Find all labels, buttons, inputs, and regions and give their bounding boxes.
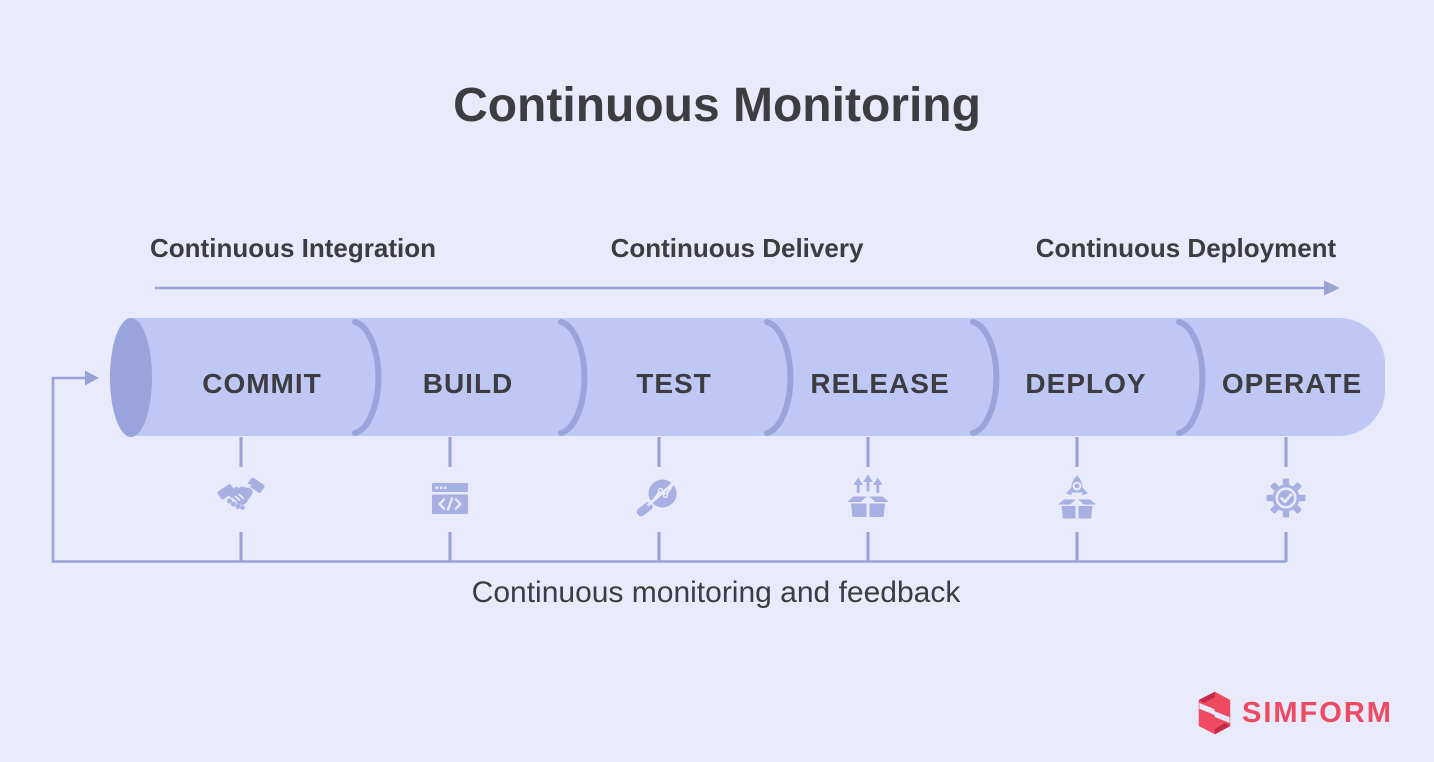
phase-label-continuous-integration: Continuous Integration [150,233,436,263]
stage-connector-top [657,437,661,467]
stage-label-build: BUILD [422,368,514,399]
magnifier-chart-icon [635,478,678,520]
rocket-box-icon [1058,475,1096,519]
box-arrows-up-icon [847,474,889,517]
feedback-label: Continuous monitoring and feedback [471,576,961,609]
stage-connector-bottom [657,532,661,562]
stage-connector-top [866,437,870,467]
stage-connector-top [1284,437,1288,467]
stage-connector-bottom [866,532,870,562]
stage-connector-top [1075,437,1079,467]
gear-check-icon [1265,477,1307,519]
timeline-arrow-head-icon [1324,280,1340,296]
brand-logo: SIMFORM [1196,690,1393,736]
cylinder-end-cap [110,318,152,437]
stage-label-release: RELEASE [810,368,950,399]
page-title: Continuous Monitoring [453,79,981,132]
simform-wordmark: SIMFORM [1242,696,1393,729]
stage-connector-top [239,437,243,467]
stage-connector-bottom [1284,532,1288,562]
stage-connector-bottom [239,532,243,562]
stage-label-operate: OPERATE [1221,368,1363,399]
handshake-icon [217,475,265,511]
phase-label-continuous-delivery: Continuous Delivery [610,233,864,263]
stage-connector-bottom [1075,532,1079,562]
phase-label-continuous-deployment: Continuous Deployment [1035,233,1337,263]
stage-connector-top [448,437,452,467]
code-window-icon [430,481,470,516]
stage-label-commit: COMMIT [202,368,322,399]
feedback-loop-arrow-head-icon [85,370,99,386]
simform-logo-icon [1198,691,1231,735]
stage-connector-bottom [448,532,452,562]
stage-label-deploy: DEPLOY [1025,368,1147,399]
stage-label-test: TEST [636,368,712,399]
